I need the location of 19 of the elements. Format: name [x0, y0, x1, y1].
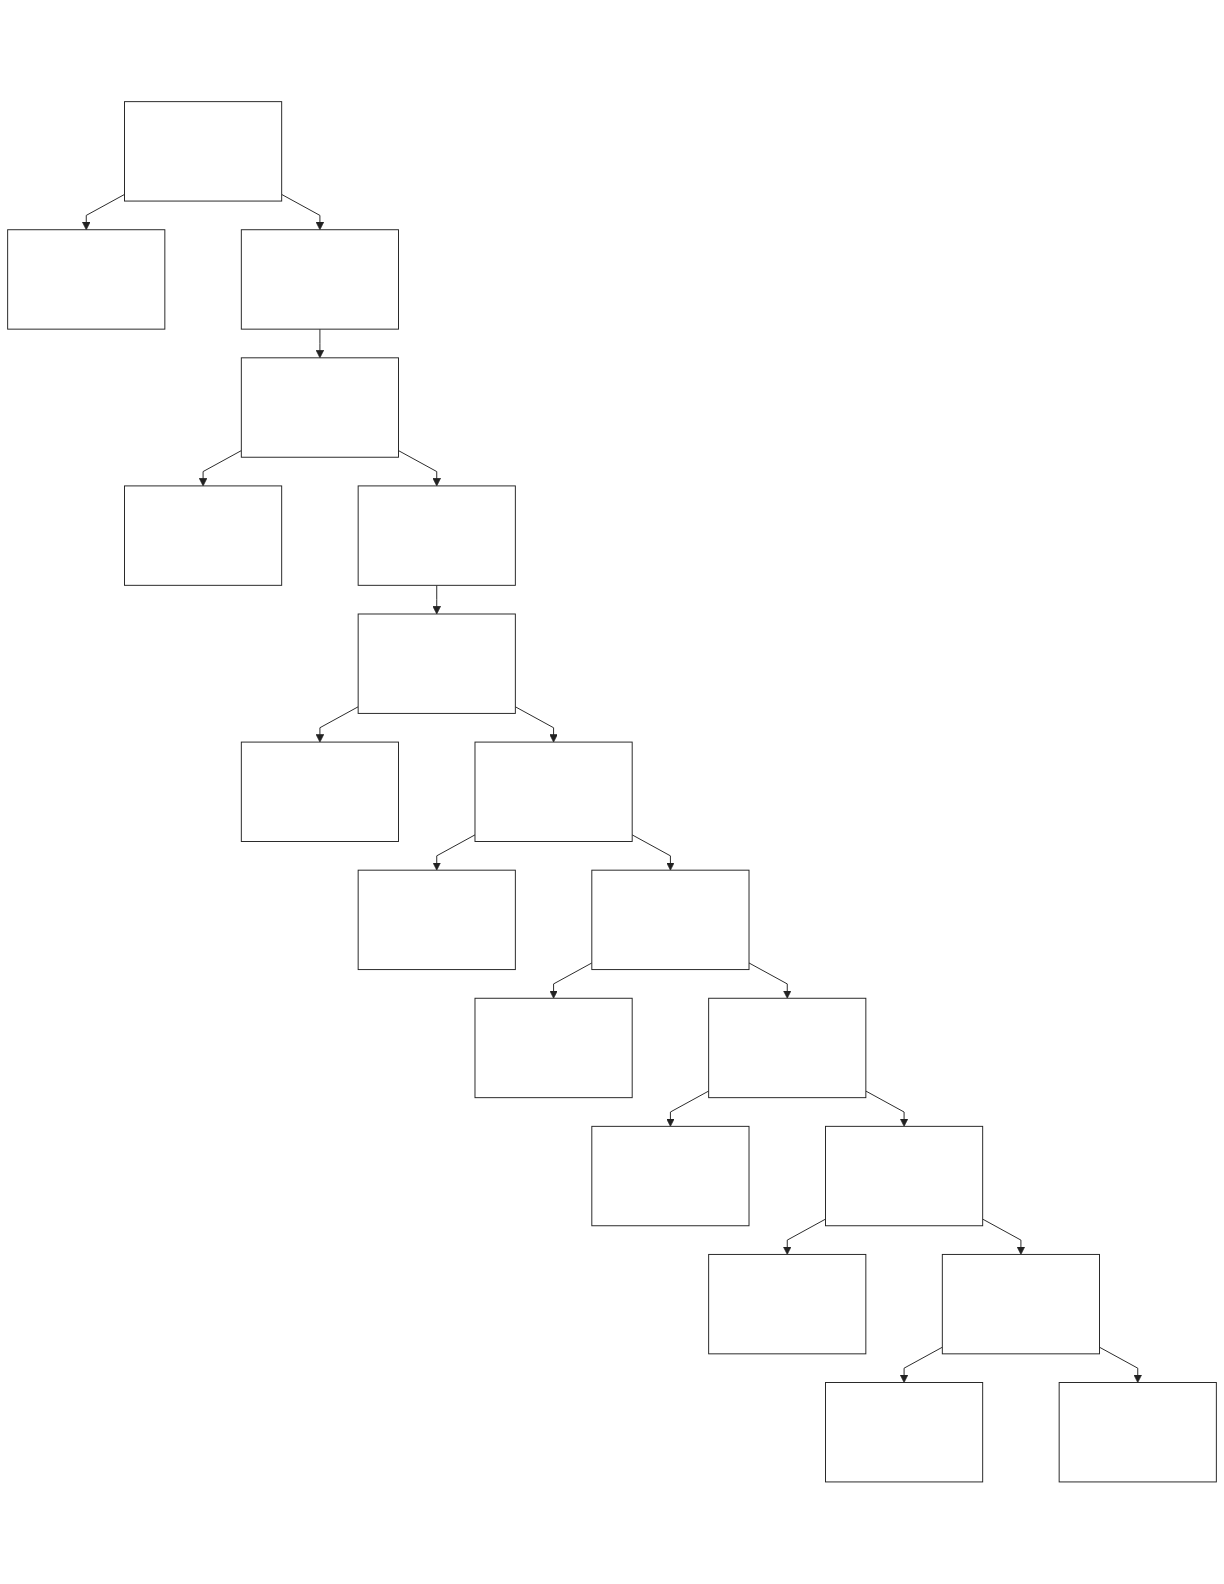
node-box	[941, 1254, 1100, 1355]
node-box	[474, 998, 633, 1099]
node-box	[825, 1382, 984, 1483]
node-box	[708, 998, 867, 1099]
node-box	[357, 613, 516, 715]
node-box	[825, 1126, 984, 1227]
node-box	[708, 1254, 867, 1355]
node-box	[124, 485, 283, 586]
node-box	[240, 741, 399, 843]
node-box	[240, 357, 399, 458]
node-box	[7, 229, 166, 330]
node-box	[357, 869, 516, 971]
node-box	[591, 869, 750, 971]
node-box	[1058, 1382, 1217, 1483]
node-box	[474, 741, 633, 843]
node-box	[124, 101, 283, 202]
node-box	[357, 485, 516, 586]
node-box	[240, 229, 399, 330]
node-box	[591, 1126, 750, 1227]
